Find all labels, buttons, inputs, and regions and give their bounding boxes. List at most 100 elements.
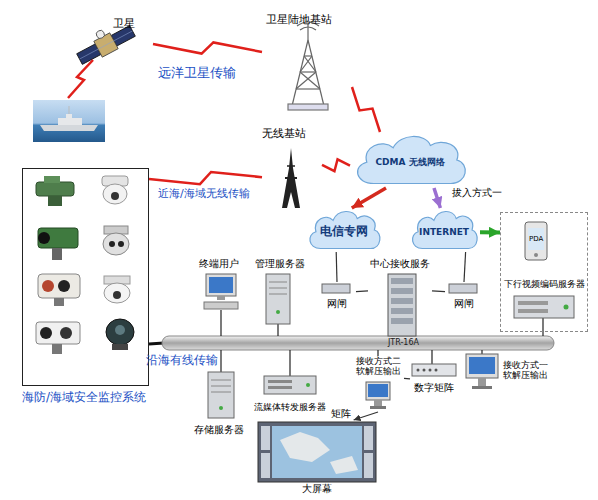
server-tower [269, 282, 287, 283]
node-label: 网闸 [454, 298, 474, 310]
encoder-server [518, 309, 548, 313]
camera-dome-dark [115, 325, 125, 335]
camera-twin-box [52, 344, 62, 354]
server-tower [276, 310, 280, 314]
node-label: 大屏幕 [302, 483, 332, 495]
ship-photo [69, 106, 70, 114]
ground-station: 卫星陆地基站 [262, 12, 352, 112]
bus-drop [481, 350, 482, 354]
receiver-pc [366, 382, 390, 400]
edge-label: 拔入方式一 [452, 187, 502, 199]
camera-dome [103, 184, 127, 204]
ground-station-tower [304, 55, 312, 56]
gatekeeper-device [322, 284, 350, 293]
matrix-device [417, 369, 420, 372]
camera-multi-lens [38, 274, 80, 306]
video-wall [364, 453, 373, 478]
video-wall [364, 426, 373, 450]
node-label: 终端用户 [199, 258, 239, 270]
camera-twin-box [40, 327, 52, 339]
link-line [356, 290, 368, 292]
satellite-icon [72, 17, 137, 67]
network-cloud: CDMA 无线网络 [350, 132, 470, 188]
receiver-one: 接收方式一 软解压输出 [462, 352, 554, 398]
server-tower [219, 406, 223, 410]
ground-station-tower [296, 88, 320, 89]
server-rack [391, 318, 413, 324]
encoder-server [564, 305, 569, 310]
pda-device [528, 228, 544, 250]
ground-station-tower [308, 40, 324, 106]
ground-station-tower [288, 104, 328, 110]
ground-station-tower [292, 40, 308, 106]
terminal-pc [204, 302, 238, 309]
receiver-pc [370, 406, 386, 409]
video-wall [280, 432, 330, 462]
encoder-server [518, 301, 548, 305]
receiver-pc [466, 354, 498, 389]
edge-label: 矩阵 [331, 408, 351, 420]
server-rack [388, 274, 416, 336]
camera-twin-box [36, 322, 80, 344]
free-label: 远洋卫星传输 [158, 66, 236, 81]
receiver-pc [478, 378, 486, 386]
node-label: 接收方式一 软解压输出 [500, 360, 550, 381]
ship-photo [40, 125, 98, 131]
camera-dome-white [104, 276, 130, 303]
receiver-pc [366, 382, 390, 409]
node-label: 网闸 [327, 298, 347, 310]
node-label: 接收方式二 软解压输出 [353, 356, 403, 377]
server-tower [208, 372, 234, 418]
terminal-pc [204, 274, 238, 309]
matrix-device [412, 364, 456, 376]
wireless-tower-icon [282, 148, 300, 208]
streaming-device [268, 386, 292, 389]
internet-cloud: INTERNET [408, 208, 480, 252]
node-label: 数字矩阵 [414, 382, 454, 394]
node-label: 卫星陆地基站 [266, 14, 332, 27]
encoder-server [514, 296, 574, 318]
bus-drop [289, 350, 290, 376]
node-label: 海防/海域安全监控系统 [22, 391, 146, 405]
terminal-pc [217, 296, 225, 300]
camera-twin-box [60, 327, 72, 339]
camera-dome [111, 192, 119, 200]
matrix-device [429, 369, 432, 372]
receiver-two: 接收方式二 软解压输出 [352, 356, 404, 412]
node-label: 流媒体转发服务器 [254, 402, 326, 412]
satellite-icon [80, 31, 133, 59]
terminal-pc [206, 274, 236, 296]
wireless-tower-icon [287, 165, 295, 167]
camera-dome-white [113, 291, 121, 299]
camera-dome-white [104, 283, 130, 303]
wireless-link [153, 42, 262, 53]
flow-arrow [480, 230, 500, 234]
ground-station-tower [288, 22, 328, 110]
server-tower [211, 380, 231, 381]
camera-twin-box [36, 322, 80, 354]
node-label: 存储服务器 [194, 424, 244, 436]
link-line [404, 378, 410, 380]
free-label: 沿海有线传输 [146, 354, 218, 368]
server-rack [391, 288, 413, 294]
gatekeeper: 网闸 [445, 282, 483, 314]
bus-drop [377, 350, 378, 356]
node-label: INTERNET [408, 227, 480, 237]
camera-box-green [38, 228, 78, 260]
ground-station-tower [300, 56, 312, 72]
server-rack [388, 274, 416, 336]
node-label: CDMA 无线网络 [350, 157, 470, 167]
camera-multi-lens [38, 274, 80, 298]
server-tower [269, 294, 287, 295]
camera-multi-lens [42, 280, 54, 292]
digital-matrix: 数字矩阵 [410, 362, 458, 404]
node-label: 中心接收服务 [370, 258, 430, 270]
server-tower [208, 372, 234, 418]
streaming-device [306, 383, 310, 387]
telecom-cloud: 电信专网 [305, 208, 383, 252]
server-rack [391, 298, 413, 304]
ground-station-tower [300, 27, 316, 30]
matrix-device [435, 369, 438, 372]
